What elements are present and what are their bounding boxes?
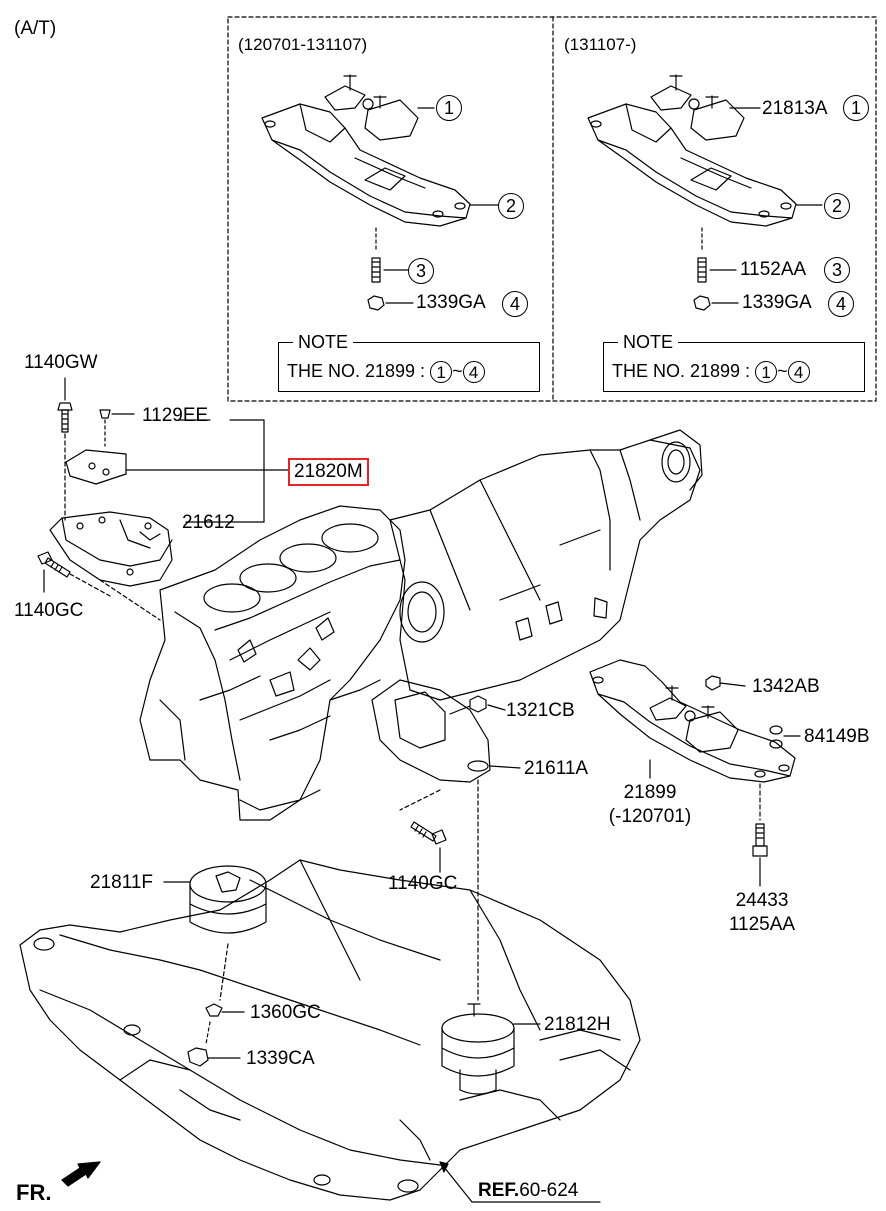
part-1339CA[interactable]: 1339CA <box>246 1048 315 1069</box>
part-21820M-highlighted[interactable]: 21820M <box>288 458 369 486</box>
inset2-note-to: 4 <box>787 361 810 384</box>
inset2-part-21813A: 21813A <box>762 98 828 119</box>
inset2-callout-2: 2 <box>824 193 850 219</box>
ref-leader <box>439 1161 601 1203</box>
inset2-callout-1: 1 <box>843 95 869 121</box>
inset1-note: NOTE THE NO. 21899 : 1~4 <box>278 331 540 392</box>
inset-frame <box>227 16 877 402</box>
part-1125AA[interactable]: 1125AA <box>728 914 796 935</box>
variant-label: (A/T) <box>14 18 57 39</box>
inset2-note-body: THE NO. 21899 : 1~4 <box>612 359 856 384</box>
mount-21811f <box>163 865 267 1067</box>
inset1-callout-1: 1 <box>436 95 462 121</box>
part-21611A[interactable]: 21611A <box>524 758 589 779</box>
part-21899[interactable]: 21899 <box>623 782 677 803</box>
inset2-callout-4: 4 <box>828 291 854 317</box>
mount-21812h <box>441 1003 541 1095</box>
part-21899-range: (-120701) <box>608 806 692 827</box>
fr-arrow-shape <box>61 1161 101 1187</box>
ref-link[interactable]: REF.60-624 <box>478 1180 578 1202</box>
engine-block <box>139 505 406 821</box>
inset1-note-sep: ~ <box>452 361 463 381</box>
inset1-note-to: 4 <box>462 361 485 384</box>
part-1140GW[interactable]: 1140GW <box>24 352 98 373</box>
inset2-callout-3: 3 <box>824 257 850 283</box>
inset1-note-text: THE NO. 21899 : <box>287 361 426 381</box>
right-crossmember <box>589 659 801 887</box>
part-1360GC[interactable]: 1360GC <box>250 1002 321 1023</box>
inset2-note-from: 1 <box>755 361 778 384</box>
inset2-note-text: THE NO. 21899 : <box>612 361 751 381</box>
part-1140GC-left[interactable]: 1140GC <box>14 600 84 621</box>
part-21612[interactable]: 21612 <box>182 512 235 533</box>
part-21812H[interactable]: 21812H <box>544 1014 611 1035</box>
part-1321CB[interactable]: 1321CB <box>506 700 575 721</box>
inset1-note-title: NOTE <box>293 331 354 353</box>
transmission <box>389 429 703 701</box>
left-bracket-group <box>37 377 289 621</box>
part-21811F[interactable]: 21811F <box>90 872 154 893</box>
part-1129EE[interactable]: 1129EE <box>142 405 209 426</box>
front-direction-label: FR. <box>16 1180 52 1205</box>
inset2-crossmember <box>587 74 823 311</box>
part-84149B[interactable]: 84149B <box>804 726 870 747</box>
ref-prefix: REF. <box>478 1180 520 1201</box>
inset1-callout-4: 4 <box>502 291 528 317</box>
inset1-callout-3: 3 <box>408 258 434 284</box>
inset1-callout-2: 2 <box>498 193 524 219</box>
part-1140GC-mid[interactable]: 1140GC <box>388 873 458 894</box>
inset2-part-1152AA: 1152AA <box>740 259 807 280</box>
inset2-note-title: NOTE <box>618 331 679 353</box>
part-1342AB[interactable]: 1342AB <box>752 676 820 697</box>
inset1-period: (120701-131107) <box>238 35 368 54</box>
lower-subframe <box>19 859 641 1201</box>
inset1-crossmember <box>261 74 499 311</box>
inset2-note-sep: ~ <box>777 361 788 381</box>
inset2-part-1339GA: 1339GA <box>742 292 812 313</box>
inset2-note: NOTE THE NO. 21899 : 1~4 <box>603 331 865 392</box>
inset1-note-body: THE NO. 21899 : 1~4 <box>287 359 531 384</box>
inset1-part-code: 1339GA <box>416 292 486 313</box>
center-mount <box>371 679 521 1001</box>
inset2-period: (131107-) <box>564 35 637 54</box>
inset1-part-1339GA: 1339GA <box>416 292 486 314</box>
part-24433[interactable]: 24433 <box>735 890 789 911</box>
inset1-note-from: 1 <box>430 361 453 384</box>
ref-code: 60-624 <box>519 1180 579 1201</box>
